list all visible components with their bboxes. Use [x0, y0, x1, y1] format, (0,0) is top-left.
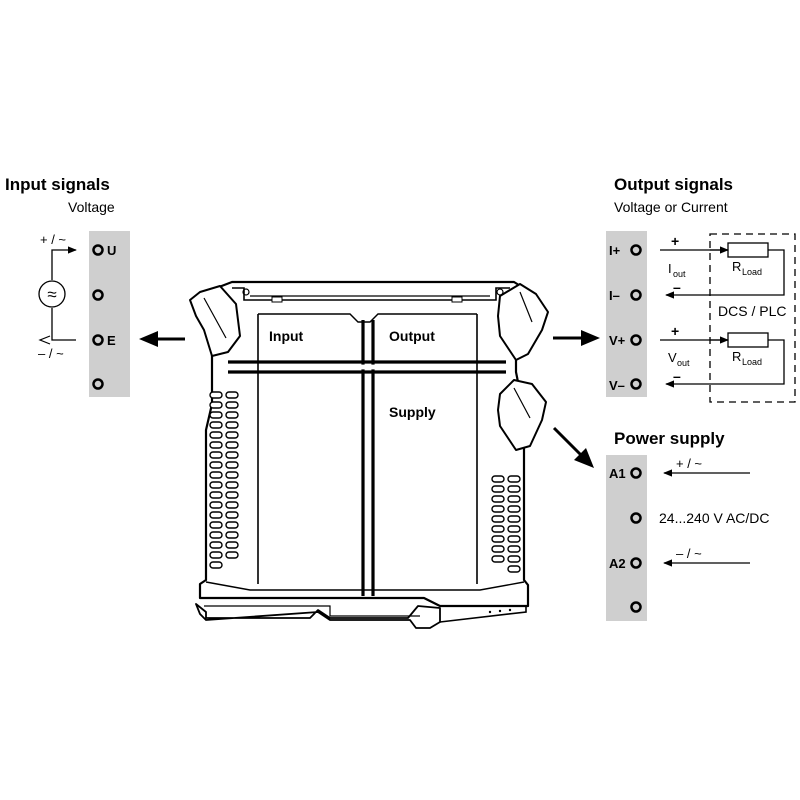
arrow-to-input-icon: [139, 331, 185, 347]
input-polarity-top: + / ~: [40, 232, 66, 247]
power-range-label: 24...240 V AC/DC: [659, 510, 770, 526]
power-title: Power supply: [614, 429, 725, 448]
power-terminal-4: [630, 601, 642, 613]
input-source-circuit: [38, 246, 77, 345]
load-resistor-icon: [727, 242, 769, 258]
r-load-main: R: [732, 349, 741, 364]
input-title: Input signals: [5, 175, 110, 194]
voltage-output-circuit: [660, 332, 785, 388]
load-resistor-icon: [727, 332, 769, 348]
i-out-label: I out: [668, 261, 686, 279]
power-polarity-top: + / ~: [676, 456, 702, 471]
r-load-sub: Load: [742, 357, 762, 367]
module-top-lip: [232, 287, 510, 301]
din-rail-foot: [195, 603, 441, 629]
r-load-label-1: R Load: [732, 259, 762, 277]
left-vent-slots: [209, 391, 239, 569]
input-terminal-3: E: [92, 333, 116, 348]
terminal-screw-icon: [92, 378, 104, 390]
terminal-screw-icon: [92, 334, 104, 346]
output-section: Output signals Voltage or Current I+ I– …: [553, 175, 796, 403]
terminal-screw-icon: [630, 557, 642, 569]
output-terminal-2: I–: [609, 288, 642, 303]
terminal-screw-icon: [630, 601, 642, 613]
terminal-screw-icon: [630, 378, 642, 390]
power-terminal-3: A2: [609, 556, 642, 571]
input-polarity-bottom: – / ~: [38, 346, 64, 361]
terminal-screw-icon: [630, 334, 642, 346]
module-housing: [198, 280, 532, 608]
output-terminal-1: I+: [609, 243, 642, 258]
power-polarity-bottom: – / ~: [676, 546, 702, 561]
power-terminal-block: [606, 455, 647, 621]
input-terminal-2: [92, 289, 104, 301]
voltage-minus-sign: –: [673, 368, 681, 384]
ac-source-icon: [38, 280, 66, 308]
dcs-plc-box: [709, 233, 796, 403]
current-plus-sign: +: [671, 233, 679, 249]
r-load-label-2: R Load: [732, 349, 762, 367]
r-load-main: R: [732, 259, 741, 274]
terminal-screw-icon: [630, 244, 642, 256]
dcs-plc-label: DCS / PLC: [718, 303, 786, 319]
r-load-sub: Load: [742, 267, 762, 277]
power-wiring: [663, 469, 750, 567]
power-terminal-1: A1: [609, 466, 642, 481]
v-out-label: V out: [668, 350, 690, 368]
arrow-to-output-icon: [553, 330, 600, 346]
right-plug-bottom: [497, 379, 547, 451]
power-section: Power supply A1 A2 + / ~ – / ~ 24...240 …: [552, 426, 770, 621]
output-title: Output signals: [614, 175, 733, 194]
output-terminal-4: V–: [609, 378, 642, 393]
module-output-label: Output: [389, 328, 435, 344]
current-output-circuit: [660, 242, 785, 299]
input-terminal-label-1: U: [107, 243, 116, 258]
i-out-main: I: [668, 261, 672, 276]
terminal-screw-icon: [630, 467, 642, 479]
right-vent-slots: [491, 475, 521, 573]
module-supply-label: Supply: [389, 404, 436, 420]
ac-source-symbol: ≈: [47, 285, 56, 304]
output-terminal-block: [606, 231, 647, 397]
terminal-screw-icon: [630, 289, 642, 301]
input-terminal-1: U: [92, 243, 116, 258]
output-terminal-label-1: I+: [609, 243, 621, 258]
input-terminal-4: [92, 378, 104, 390]
voltage-plus-sign: +: [671, 323, 679, 339]
input-terminal-label-3: E: [107, 333, 116, 348]
power-terminal-label-1: A1: [609, 466, 626, 481]
output-subtitle: Voltage or Current: [614, 199, 728, 215]
output-terminal-3: V+: [609, 333, 642, 348]
terminal-screw-icon: [92, 244, 104, 256]
arrow-to-power-icon: [552, 426, 594, 468]
output-terminal-label-3: V+: [609, 333, 626, 348]
module-input-label: Input: [269, 328, 304, 344]
right-plug-top: [497, 283, 549, 361]
i-out-sub: out: [673, 269, 686, 279]
din-rail-module: Input Output Supply: [189, 280, 549, 629]
output-terminal-label-4: V–: [609, 378, 625, 393]
output-terminal-label-2: I–: [609, 288, 620, 303]
input-terminal-block: [89, 231, 130, 397]
current-minus-sign: –: [673, 279, 681, 295]
terminal-screw-icon: [630, 512, 642, 524]
input-section: Input signals Voltage U E ≈ + / ~ – / ~: [5, 175, 185, 397]
input-subtitle: Voltage: [68, 199, 115, 215]
power-terminal-2: [630, 512, 642, 524]
v-out-main: V: [668, 350, 677, 365]
left-plug-top: [189, 285, 241, 357]
v-out-sub: out: [677, 358, 690, 368]
power-terminal-label-3: A2: [609, 556, 626, 571]
terminal-screw-icon: [92, 289, 104, 301]
